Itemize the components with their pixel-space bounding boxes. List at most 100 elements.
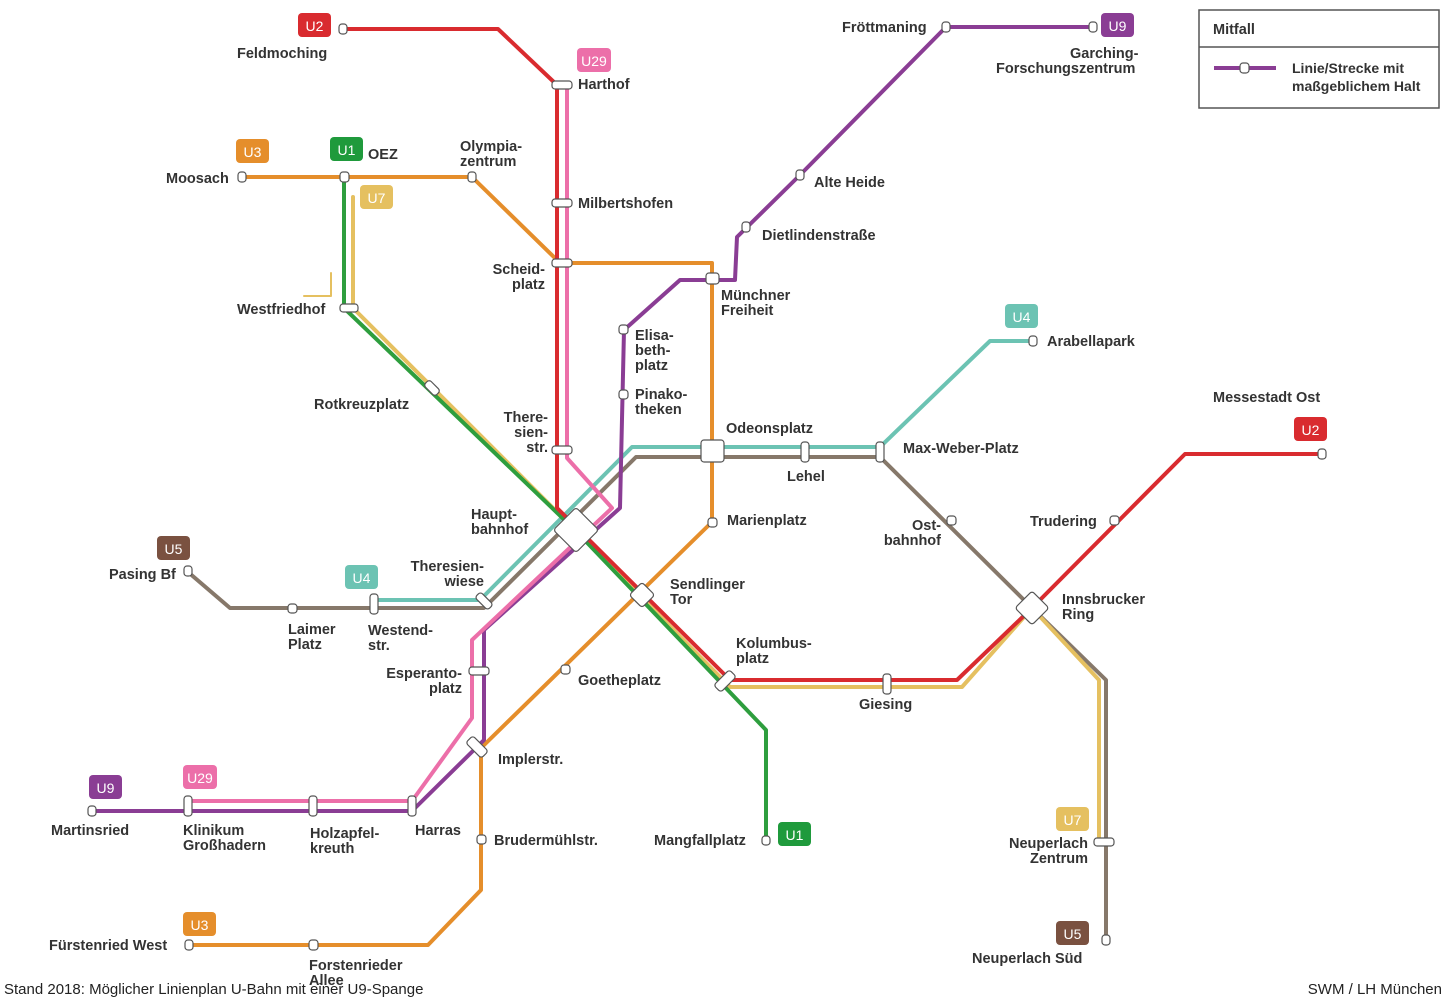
badge-u3-moosach[interactable]: U3 [236, 139, 269, 163]
station-marker-rotkreuzplatz[interactable] [424, 380, 441, 397]
svg-text:U1: U1 [338, 142, 356, 158]
badge-u2-feldmoching[interactable]: U2 [298, 13, 331, 37]
station-marker-theresienwiese[interactable] [475, 592, 493, 610]
badge-u1-mangfall[interactable]: U1 [778, 822, 811, 846]
label-dietlinden: Dietlindenstraße [762, 228, 876, 244]
svg-text:U29: U29 [581, 53, 607, 69]
badge-u5-pasing[interactable]: U5 [157, 536, 190, 560]
station-marker-fuerstenried[interactable] [184, 939, 194, 951]
line-u9 [90, 25, 1096, 813]
station-marker-pasing[interactable] [183, 565, 193, 577]
station-marker-maxweber[interactable] [875, 441, 885, 463]
label-maxweber: Max-Weber-Platz [903, 441, 1019, 457]
station-marker-messestadt[interactable] [1317, 448, 1327, 460]
line-u7-stub [303, 272, 332, 297]
label-haupt-2: bahnhof [471, 522, 528, 538]
label-there-1: There- [504, 410, 548, 426]
station-marker-neuperlach-sued[interactable] [1101, 934, 1111, 946]
label-forstenrieder-2: Allee [309, 973, 344, 989]
station-marker-pinakotheken[interactable] [618, 389, 629, 400]
station-marker-ostbahnhof[interactable] [946, 515, 957, 526]
badge-u5-neuperlach-sued[interactable]: U5 [1056, 921, 1089, 945]
label-muenchner-2: Freiheit [721, 303, 774, 319]
footer-credit: SWM / LH München [1307, 981, 1442, 998]
label-milbertshofen: Milbertshofen [578, 196, 673, 212]
station-marker-goetheplatz[interactable] [560, 664, 571, 675]
station-marker-scheidplatz[interactable] [551, 258, 573, 268]
station-marker-olympia[interactable] [467, 171, 477, 183]
station-marker-moosach[interactable] [237, 171, 247, 183]
legend: Mitfall Linie/Strecke mit maßgeblichem H… [1198, 9, 1440, 109]
svg-text:U4: U4 [1013, 309, 1031, 325]
station-marker-garching[interactable] [1088, 21, 1098, 33]
badge-u7-neuperlach[interactable]: U7 [1056, 807, 1089, 831]
badge-u9-garching[interactable]: U9 [1101, 13, 1134, 37]
label-muenchner-1: Münchner [721, 288, 791, 304]
badge-u29-harthof[interactable]: U29 [577, 48, 611, 72]
label-westfriedhof: Westfriedhof [237, 302, 326, 318]
station-marker-kolumbusplatz[interactable] [714, 670, 737, 693]
station-marker-milbertshofen[interactable] [551, 198, 573, 208]
station-marker-esperantoplatz[interactable] [468, 666, 490, 676]
station-marker-theresienstr[interactable] [551, 445, 573, 455]
label-elisa-1: Elisa- [635, 328, 674, 344]
badge-u4-westend[interactable]: U4 [345, 565, 378, 589]
label-garching-2: Forschungszentrum [996, 61, 1135, 77]
svg-text:U9: U9 [97, 780, 115, 796]
badge-u1-oez[interactable]: U1 [330, 137, 363, 161]
station-marker-arabellapark[interactable] [1028, 335, 1038, 347]
station-marker-muenchner-freiheit[interactable] [705, 272, 720, 285]
station-marker-marienplatz[interactable] [707, 517, 718, 528]
station-marker-westendstr[interactable] [369, 593, 379, 615]
station-marker-lehel[interactable] [800, 441, 810, 463]
svg-text:U2: U2 [1302, 422, 1320, 438]
station-marker-oez[interactable] [339, 171, 350, 183]
station-marker-implerstr[interactable] [466, 736, 489, 759]
label-marienplatz: Marienplatz [727, 513, 807, 529]
station-labels: Feldmoching Harthof Fröttmaning Garching… [49, 20, 1320, 989]
station-marker-klinikum[interactable] [183, 795, 193, 817]
label-pasing: Pasing Bf [109, 567, 176, 583]
svg-text:U29: U29 [187, 770, 213, 786]
station-marker-harthof[interactable] [551, 80, 573, 90]
station-marker-martinsried[interactable] [87, 805, 97, 817]
label-laimer-2: Platz [288, 637, 322, 653]
station-marker-neuperlach-zentrum[interactable] [1093, 837, 1115, 847]
label-forstenrieder-1: Forstenrieder [309, 958, 403, 974]
label-holzapfel-1: Holzapfel- [310, 826, 379, 842]
station-marker-sendlinger-tor[interactable] [629, 582, 655, 608]
station-marker-westfriedhof[interactable] [339, 303, 359, 313]
station-marker-harras[interactable] [407, 795, 417, 817]
station-marker-mangfall[interactable] [761, 835, 771, 846]
station-marker-feldmoching[interactable] [338, 23, 348, 35]
station-marker-innsbrucker-ring[interactable] [1015, 591, 1049, 625]
station-marker-elisabethplatz[interactable] [618, 324, 629, 335]
svg-text:U7: U7 [1064, 812, 1082, 828]
station-marker-dietlinden[interactable] [741, 221, 751, 233]
station-marker-froettmaning[interactable] [941, 21, 951, 33]
badge-u29-klinikum[interactable]: U29 [183, 765, 217, 789]
line-u4 [372, 339, 1035, 602]
station-marker-laimer-platz[interactable] [287, 603, 298, 614]
label-theresienwiese-2: wiese [444, 574, 485, 590]
station-marker-odeonsplatz[interactable] [700, 439, 725, 463]
station-marker-forstenrieder[interactable] [308, 939, 319, 951]
label-kolumbus-1: Kolumbus- [736, 636, 812, 652]
badge-u2-messestadt[interactable]: U2 [1294, 417, 1327, 441]
badge-u3-fuerstenried[interactable]: U3 [183, 912, 216, 936]
station-marker-hauptbahnhof[interactable] [553, 507, 598, 552]
label-trudering: Trudering [1030, 514, 1097, 530]
station-marker-alte-heide[interactable] [795, 169, 805, 181]
station-marker-holzapfelkreuth[interactable] [308, 795, 318, 817]
label-holzapfel-2: kreuth [310, 841, 354, 857]
station-marker-giesing[interactable] [882, 673, 892, 695]
badge-u4-arabellapark[interactable]: U4 [1005, 304, 1038, 328]
station-markers [87, 21, 1327, 951]
station-marker-trudering[interactable] [1109, 515, 1120, 526]
label-harthof: Harthof [578, 77, 630, 93]
badge-u7-oez[interactable]: U7 [360, 185, 393, 209]
label-alte-heide: Alte Heide [814, 175, 885, 191]
station-marker-brudermuehl[interactable] [476, 834, 487, 845]
badge-u9-martinsried[interactable]: U9 [89, 775, 122, 799]
